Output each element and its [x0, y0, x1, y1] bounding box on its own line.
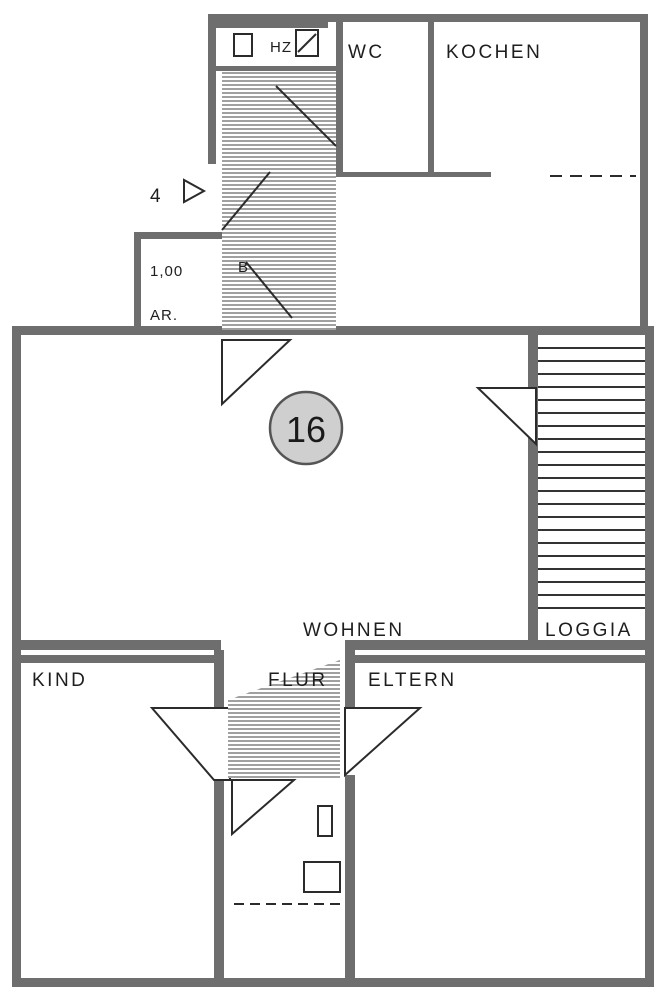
room-label-wc: WC	[348, 42, 385, 63]
heating-label: HZ	[270, 39, 292, 56]
loggia-floor-stripes	[538, 347, 645, 609]
unit-number-circle	[268, 390, 344, 466]
ar-label: AR.	[150, 307, 178, 324]
ar-dimension: 1,00	[150, 263, 183, 280]
room-label-wohnen: WOHNEN	[303, 620, 405, 641]
room-label-flur: FLUR	[268, 670, 328, 691]
unit-number: 16	[286, 409, 326, 450]
heating-closet	[233, 29, 319, 57]
room-label-eltern: ELTERN	[368, 670, 457, 691]
stair-small-label: B	[238, 259, 249, 276]
staircase	[221, 72, 337, 330]
exterior-walls	[12, 14, 654, 987]
flur-hatch	[228, 660, 340, 778]
room-label-kochen: KOCHEN	[446, 42, 542, 63]
stair-direction-icon	[183, 178, 207, 204]
room-label-loggia: LOGGIA	[545, 620, 633, 641]
stair-marker-number: 4	[150, 186, 163, 207]
bathroom-fixtures	[234, 805, 342, 905]
room-label-kind: KIND	[32, 670, 87, 691]
interior-walls	[21, 22, 645, 978]
door-swings	[149, 339, 537, 837]
